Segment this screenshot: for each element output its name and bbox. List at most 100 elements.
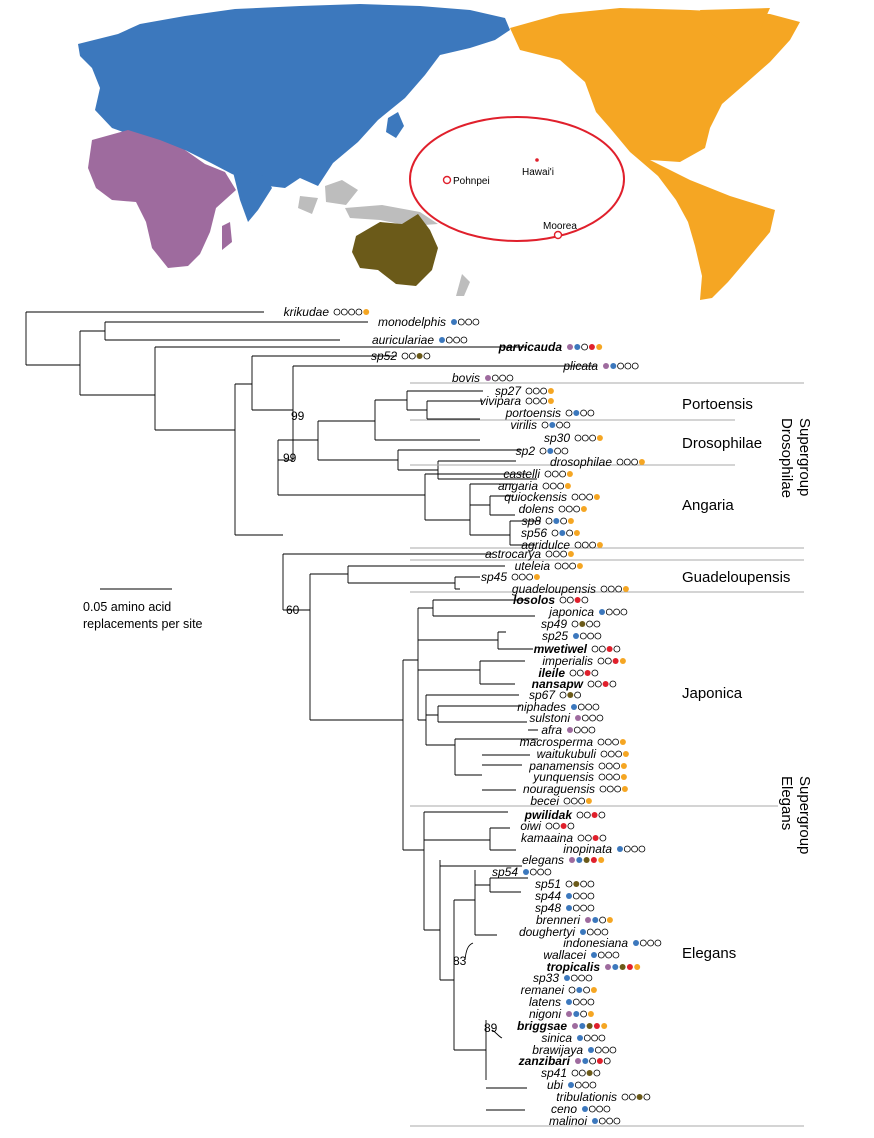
distribution-dot — [620, 608, 628, 616]
distribution-dot — [594, 632, 602, 640]
distribution-dot — [529, 868, 537, 876]
distribution-dot — [563, 797, 571, 805]
distribution-dot — [598, 1034, 606, 1042]
distribution-dot — [560, 823, 567, 829]
distribution-dot — [581, 596, 589, 604]
taxon-label: losolos — [513, 593, 555, 607]
distribution-dot — [571, 1069, 579, 1077]
distribution-dot — [556, 421, 563, 429]
distribution-dot — [587, 880, 595, 888]
distribution-dot — [573, 505, 580, 513]
distribution-dot — [580, 506, 587, 512]
moorea-label: Moorea — [543, 221, 577, 232]
taxon-label: vivipara — [480, 394, 522, 408]
distribution-dot — [583, 1034, 591, 1042]
distribution-dot — [638, 845, 646, 853]
distribution-dot — [573, 633, 579, 639]
distribution-dot — [566, 529, 573, 537]
group-label-elegans: Elegans — [682, 945, 736, 962]
distribution-dot — [423, 352, 431, 360]
distribution-dot — [580, 1010, 587, 1018]
distribution-dot — [596, 435, 603, 441]
bootstrap-label: 99 — [291, 409, 305, 423]
distribution-dot — [589, 541, 596, 549]
distribution-dot — [558, 505, 566, 513]
distribution-dot — [577, 834, 585, 842]
supergroup-labels: Drosophilae Supergroup Elegans Supergrou… — [778, 418, 813, 854]
distribution-dot — [576, 811, 584, 819]
distribution-dot — [598, 645, 606, 653]
taxon-label: agridulce — [521, 538, 570, 552]
phylogenetic-tree: 99 99 60 83 89 — [25, 311, 804, 1127]
distribution-dot — [465, 318, 473, 326]
distribution-dot — [363, 309, 370, 315]
distribution-dot — [574, 597, 581, 603]
distribution-dot — [567, 518, 574, 524]
taxon-label: sp44 — [535, 889, 561, 903]
pohnpei-marker — [442, 175, 452, 185]
distribution-dot — [606, 646, 613, 652]
distribution-dot — [621, 786, 628, 792]
distribution-dot — [572, 998, 580, 1006]
distribution-dot — [544, 470, 552, 478]
distribution-dot — [457, 318, 465, 326]
taxon-label: sp8 — [522, 514, 542, 528]
distribution-dot — [355, 308, 363, 316]
distribution-dot — [533, 574, 540, 580]
moorea-marker — [553, 230, 563, 240]
distribution-dot — [574, 1081, 582, 1089]
distribution-dot — [576, 857, 583, 863]
distribution-dot — [599, 609, 605, 615]
group-label-portoensis: Portoensis — [682, 396, 753, 413]
distribution-dot — [547, 388, 554, 394]
distribution-dot — [567, 822, 575, 830]
distribution-dot — [574, 434, 582, 442]
distribution-dot — [564, 483, 571, 489]
distribution-dot — [572, 1023, 578, 1029]
taxon-label: ubi — [547, 1078, 563, 1092]
distribution-dot — [609, 1046, 617, 1054]
distribution-dot — [566, 905, 572, 911]
distribution-dot — [571, 620, 579, 628]
australia-region — [352, 214, 438, 286]
distribution-dot — [547, 398, 554, 404]
taxon-label: brawijaya — [532, 1043, 583, 1057]
distribution-dot — [612, 738, 619, 746]
distribution-dot — [591, 812, 598, 818]
distribution-dot — [590, 857, 597, 863]
distribution-dot — [567, 344, 573, 350]
taxon-label: sp2 — [516, 444, 536, 458]
distribution-dot — [563, 421, 571, 429]
distribution-dot — [619, 658, 626, 664]
distribution-dot — [606, 917, 613, 923]
distribution-dot — [574, 691, 581, 699]
new-zealand-region — [456, 274, 470, 296]
distribution-dot — [559, 470, 566, 478]
distribution-dot — [549, 482, 557, 490]
taxon-label: sp48 — [535, 901, 561, 915]
distribution-dot — [569, 562, 576, 570]
americas-region — [510, 8, 800, 300]
distribution-dot — [416, 353, 423, 359]
taxon-label: drosophilae — [550, 455, 612, 469]
distribution-dot — [588, 726, 596, 734]
distribution-dot — [572, 892, 580, 900]
distribution-dot — [491, 374, 499, 382]
taxon-label: kamaaina — [521, 831, 573, 845]
distribution-dot — [547, 448, 554, 454]
bootstrap-label: 99 — [283, 451, 297, 465]
supergroup-elegans-line2: Supergroup — [796, 776, 813, 854]
distribution-dot — [607, 750, 615, 758]
distribution-dot — [617, 846, 623, 852]
taxon-label: oiwi — [520, 819, 541, 833]
distribution-dot — [586, 1023, 593, 1029]
distribution-dot — [580, 929, 586, 935]
scale-bar-label-line1: 0.05 amino acid — [83, 600, 171, 614]
distribution-dot — [592, 703, 600, 711]
taxon-label: briggsae — [517, 1019, 567, 1033]
distribution-dot — [636, 1094, 643, 1100]
distribution-dot — [597, 738, 605, 746]
world-map: Hawai'i Pohnpei Moorea — [78, 4, 800, 300]
distribution-dot — [600, 750, 608, 758]
taxon-label: sp67 — [529, 688, 556, 702]
